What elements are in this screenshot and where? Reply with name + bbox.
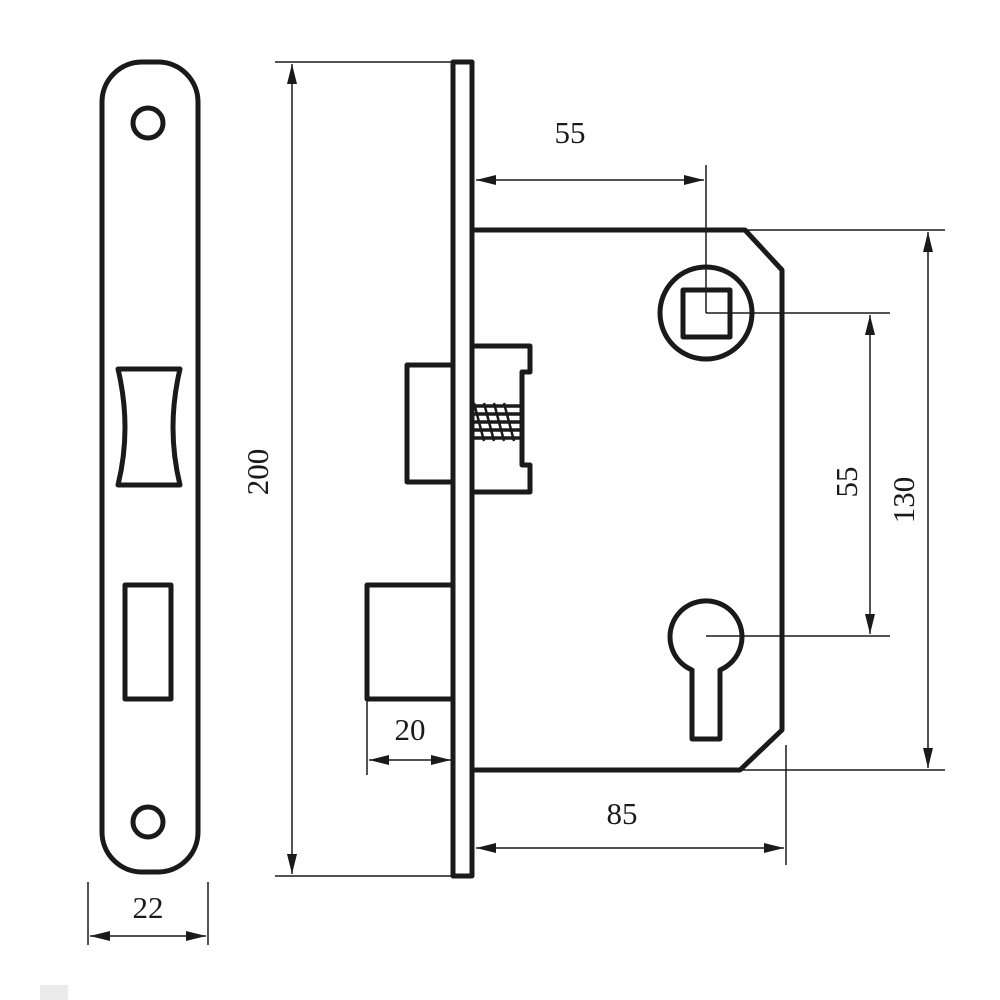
- latch-opening: [115, 366, 183, 488]
- center-distance-label: 55: [829, 467, 864, 498]
- dimension-case-height: 130: [740, 229, 945, 771]
- dimension-backset: 55: [476, 115, 707, 313]
- dimension-total-height: 200: [240, 61, 452, 877]
- spring-icon: [470, 402, 520, 442]
- case-height-label: 130: [886, 477, 921, 524]
- top-screw-hole: [130, 105, 166, 141]
- latch-housing: [459, 343, 533, 495]
- faceplate-front-view: [99, 59, 201, 875]
- dimension-faceplate-width: 22: [87, 882, 209, 945]
- dead-bolt: [364, 582, 457, 702]
- total-height-label: 200: [240, 449, 275, 496]
- corner-artifact: [40, 985, 68, 1000]
- dimension-center-distance: 55: [706, 312, 890, 637]
- dimension-bolt-throw: 20: [366, 700, 451, 775]
- bolt-opening: [122, 582, 174, 702]
- case-depth-label: 85: [607, 796, 638, 831]
- latch-bolt: [404, 362, 458, 485]
- dimension-case-depth: 85: [476, 745, 787, 865]
- bottom-screw-hole: [130, 804, 166, 840]
- faceplate-width-label: 22: [133, 890, 164, 925]
- backset-label: 55: [555, 115, 586, 150]
- faceplate-side: [450, 59, 475, 879]
- bolt-throw-label: 20: [395, 712, 426, 747]
